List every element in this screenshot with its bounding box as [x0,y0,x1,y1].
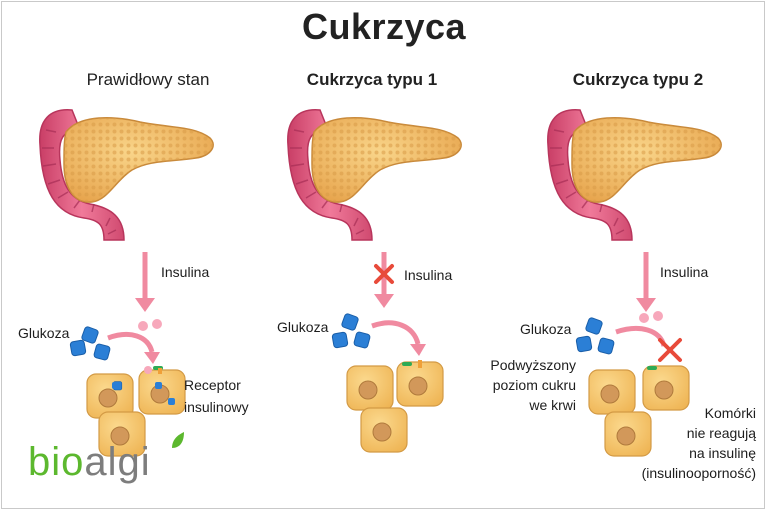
heading-type2: Cukrzyca typu 2 [572,70,704,89]
logo-text-bio: bio [28,440,85,484]
blood-sugar-label-2: poziom cukru [492,377,576,393]
glucose-label-type1: Glukoza [277,319,329,335]
receptor-label-1: Receptor [184,377,241,393]
pancreas-type2 [547,109,722,241]
cells-label-4: (insulinooporność) [641,465,756,481]
glucose-label-normal: Glukoza [18,325,70,341]
pancreas-type1 [287,109,462,241]
insulin-label-type2: Insulina [660,264,709,280]
heading-normal: Prawidłowy stan [86,70,210,89]
insulin-label-type1: Insulina [404,267,453,283]
glucose-label-type2: Glukoza [520,321,572,337]
cells-label-3: na insulinę [689,445,756,461]
blood-sugar-label-3: we krwi [529,397,576,413]
logo-text-algi: algi [84,440,151,484]
page-title: Cukrzyca [301,6,467,47]
receptor-label-2: insulinowy [184,399,249,415]
blood-sugar-label-1: Podwyższony [490,357,576,373]
resistance-cross [658,338,682,362]
cells-label-2: nie reagują [686,425,756,441]
pancreas-normal [39,109,214,241]
cells-label-1: Komórki [704,405,756,421]
heading-type1: Cukrzyca typu 1 [306,70,438,89]
bioalgi-logo: bioalgi [28,440,151,485]
insulin-label-normal: Insulina [161,264,210,280]
blocked-insulin-cross [374,264,394,284]
